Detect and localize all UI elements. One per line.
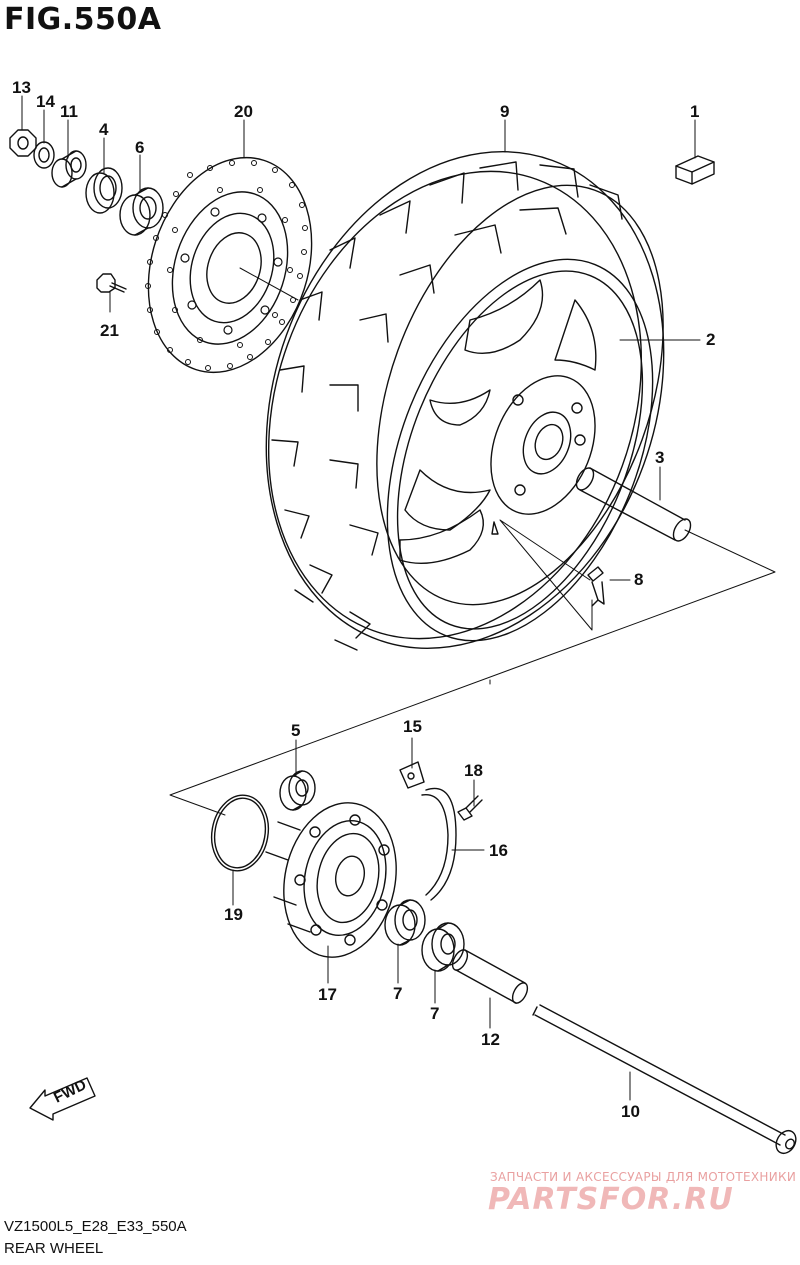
callout-18[interactable]: 18 [464, 761, 483, 780]
fwd-arrow-icon [29, 1077, 96, 1121]
tire-part-9[interactable] [199, 95, 731, 704]
callout-5[interactable]: 5 [291, 721, 301, 740]
callout-15[interactable]: 15 [403, 717, 422, 736]
callout-17[interactable]: 17 [318, 985, 337, 1004]
callout-1[interactable]: 1 [690, 102, 700, 121]
spacer-part-12[interactable] [450, 947, 531, 1005]
callout-9[interactable]: 9 [500, 102, 510, 121]
hub-spacer-part-5[interactable] [279, 770, 316, 811]
callout-10[interactable]: 10 [621, 1102, 640, 1121]
callout-3[interactable]: 3 [655, 448, 665, 467]
hub-drum-part-17[interactable] [265, 792, 410, 967]
valve-part-8[interactable] [587, 566, 605, 607]
axle-part-10[interactable] [532, 1004, 800, 1157]
wheel-rim-part-2[interactable] [336, 220, 705, 679]
bolt-part-18[interactable] [457, 795, 483, 821]
callout-2[interactable]: 2 [706, 330, 716, 349]
nut-part-13[interactable] [9, 129, 37, 157]
callout-4[interactable]: 4 [99, 120, 109, 139]
callout-20[interactable]: 20 [234, 102, 253, 121]
callout-7-lower[interactable]: 7 [430, 1004, 440, 1023]
bolt-part-21[interactable] [96, 273, 127, 293]
watermark-brand: PARTSFOR.RU [488, 1182, 734, 1217]
o-ring-part-19[interactable] [206, 791, 274, 876]
axle-sleeve-part-3[interactable] [573, 465, 694, 544]
callout-14[interactable]: 14 [36, 92, 55, 111]
watermark-subtitle: ЗАПЧАСТИ И АКСЕССУАРЫ ДЛЯ МОТОТЕХНИКИ [490, 1170, 797, 1184]
bearing-part-7b[interactable] [421, 922, 465, 972]
spacer-part-11[interactable] [51, 150, 87, 188]
bearing-part-6[interactable] [119, 187, 164, 236]
model-code: VZ1500L5_E28_E33_550A [4, 1218, 187, 1235]
callout-7-upper[interactable]: 7 [393, 984, 403, 1003]
oil-seal-part-4[interactable] [85, 167, 123, 214]
part-group-name: REAR WHEEL [4, 1240, 104, 1257]
callout-16[interactable]: 16 [489, 841, 508, 860]
callout-12[interactable]: 12 [481, 1030, 500, 1049]
callout-6[interactable]: 6 [135, 138, 145, 157]
leader-lines [21, 95, 776, 1101]
circlip-part-16[interactable] [421, 787, 457, 901]
washer-part-14[interactable] [33, 141, 55, 169]
balance-weight-part-1[interactable] [675, 155, 715, 185]
callout-19[interactable]: 19 [224, 905, 243, 924]
callout-8[interactable]: 8 [634, 570, 644, 589]
brake-disc-part-20[interactable] [122, 136, 338, 393]
callout-21[interactable]: 21 [100, 321, 119, 340]
callout-11[interactable]: 11 [60, 102, 78, 121]
callout-13[interactable]: 13 [12, 78, 31, 97]
bearing-part-7a[interactable] [384, 899, 426, 946]
figure-title: FIG.550A [4, 2, 162, 37]
